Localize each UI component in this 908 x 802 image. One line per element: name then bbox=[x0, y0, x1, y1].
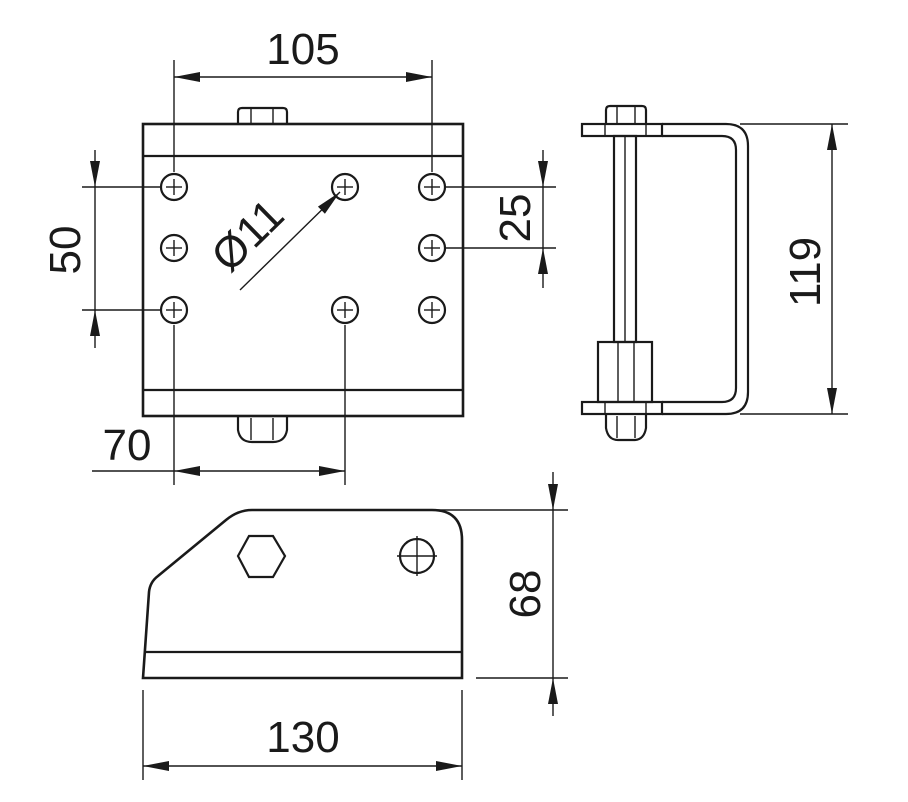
dimension-label-25: 25 bbox=[491, 194, 540, 243]
dimension-105: 105 bbox=[173, 25, 433, 172]
bracket-top-flange bbox=[580, 122, 664, 138]
bracket-bottom-nut-icon bbox=[604, 414, 648, 442]
dimension-130: 130 bbox=[142, 690, 463, 780]
dimension-68: 68 bbox=[436, 472, 568, 716]
hole-icon bbox=[159, 172, 189, 202]
plate-top-view: 105 50 25 Ø11 bbox=[41, 25, 556, 485]
bracket-bottom-flange bbox=[580, 400, 664, 416]
bolt-sleeve bbox=[596, 340, 654, 404]
bottom-nut-icon bbox=[236, 416, 289, 444]
hole-icon bbox=[330, 295, 360, 325]
dimension-label-68: 68 bbox=[501, 570, 550, 619]
bracket-side-view: 119 bbox=[580, 104, 848, 442]
dimension-label-130: 130 bbox=[266, 713, 339, 762]
hole-icon bbox=[159, 233, 189, 263]
hole-icon bbox=[417, 233, 447, 263]
dimension-label-70: 70 bbox=[103, 421, 152, 470]
top-nut-icon bbox=[236, 106, 289, 124]
bracket-u-outer bbox=[662, 122, 750, 416]
dimension-119: 119 bbox=[740, 123, 848, 415]
dimension-25: 25 bbox=[446, 150, 556, 288]
bracket-u-inner bbox=[662, 134, 738, 404]
mounting-holes bbox=[159, 172, 447, 325]
dimension-label-105: 105 bbox=[266, 25, 339, 74]
hole-icon bbox=[417, 172, 447, 202]
hole-icon bbox=[417, 295, 447, 325]
bracket-top-nut-icon bbox=[604, 104, 648, 124]
dimension-label-119: 119 bbox=[781, 237, 830, 307]
side-hole-icon bbox=[397, 536, 437, 576]
hole-icon bbox=[159, 295, 189, 325]
dimension-diameter-11: Ø11 bbox=[202, 188, 344, 291]
dimension-label-diameter: Ø11 bbox=[202, 190, 293, 281]
plate-side-outline bbox=[141, 508, 464, 680]
hole-icon bbox=[330, 172, 360, 202]
dimension-label-50: 50 bbox=[41, 226, 90, 275]
plate-outline bbox=[141, 122, 465, 418]
hex-nut-icon bbox=[236, 534, 287, 579]
dimension-50: 50 bbox=[41, 150, 160, 348]
dimension-70: 70 bbox=[92, 325, 346, 485]
plate-front-view: 68 130 bbox=[141, 472, 568, 780]
